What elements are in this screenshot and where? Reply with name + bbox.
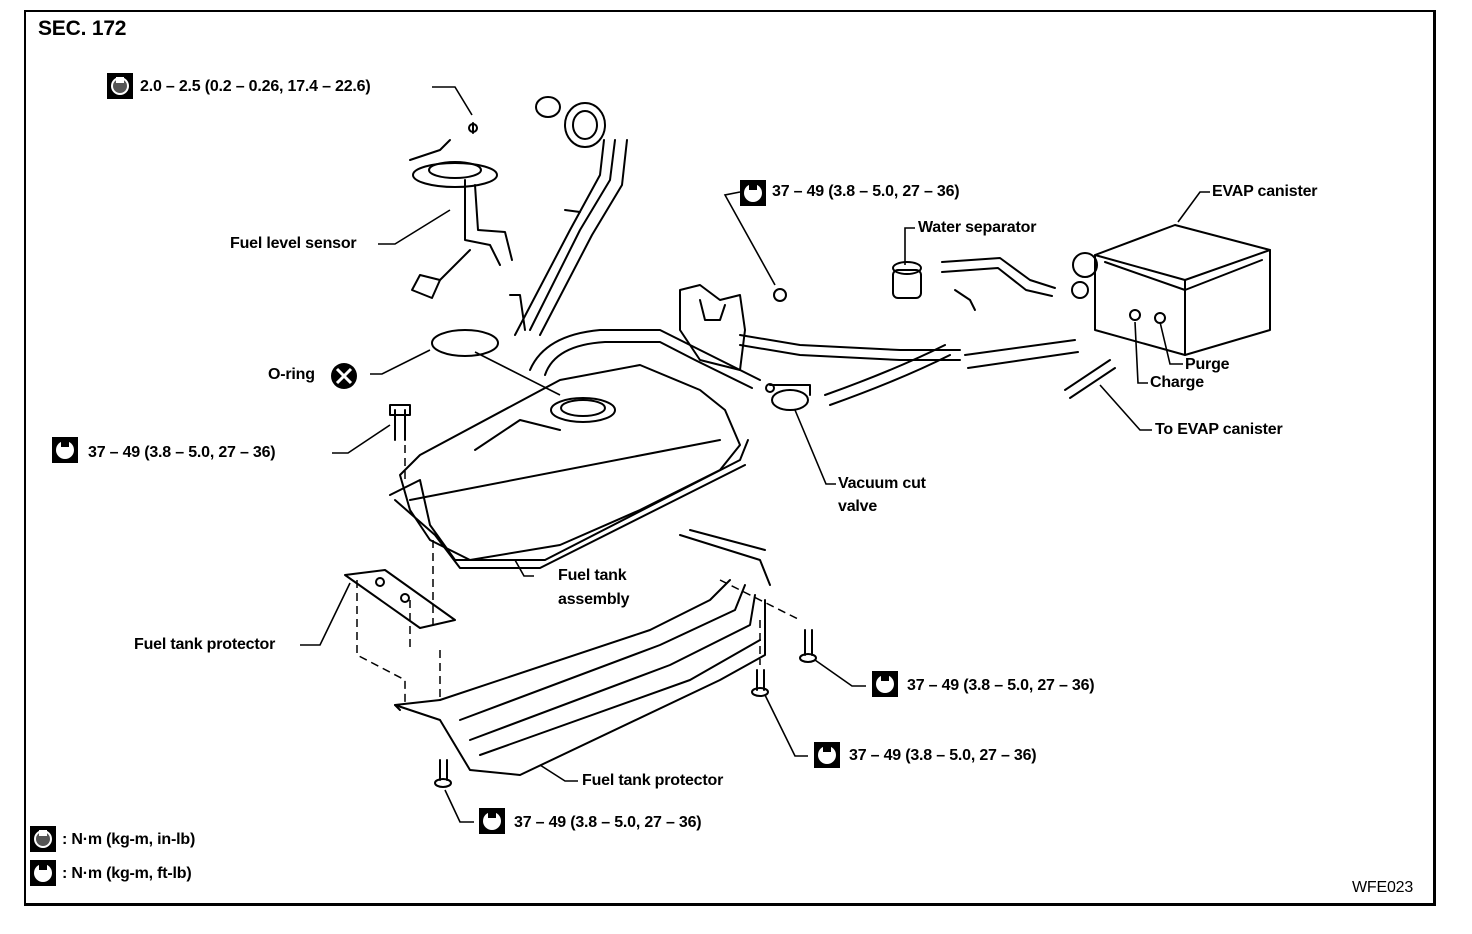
fuel-tank-assembly-drawing	[389, 364, 749, 569]
fuel-level-sensor-label: Fuel level sensor	[230, 235, 357, 252]
filler-tube-drawing	[509, 96, 628, 336]
purge-label: Purge	[1185, 356, 1230, 373]
torque-in-lb-icon	[107, 73, 133, 99]
vent-tubes-drawing	[529, 257, 1116, 406]
legend-torque-ft-lb-icon	[30, 860, 56, 886]
torque-label-right-1: 37 – 49 (3.8 – 5.0, 27 – 36)	[907, 677, 1095, 694]
o-ring-drawing	[431, 329, 499, 357]
vacuum-cut-valve-label-line2: valve	[838, 498, 878, 515]
diagram-frame	[24, 10, 1436, 906]
torque-label-top-bolt: 37 – 49 (3.8 – 5.0, 27 – 36)	[772, 183, 960, 200]
torque-ft-lb-icon	[52, 437, 78, 463]
torque-label-tank-left: 37 – 49 (3.8 – 5.0, 27 – 36)	[88, 444, 276, 461]
torque-ft-lb-icon	[872, 671, 898, 697]
to-evap-canister-label: To EVAP canister	[1155, 421, 1283, 438]
o-ring-replace-icon	[331, 363, 357, 389]
legend-in-lb-text: : N·m (kg-m, in-lb)	[62, 831, 196, 848]
fuel-tank-protector-main-drawing	[394, 529, 771, 776]
torque-ft-lb-icon	[479, 808, 505, 834]
fuel-tank-protector-left-drawing	[344, 569, 456, 629]
fuel-tank-assembly-label-line2: assembly	[558, 591, 630, 608]
bolt-drawings	[389, 122, 817, 788]
evap-canister-label: EVAP canister	[1212, 183, 1318, 200]
torque-label-sensor: 2.0 – 2.5 (0.2 – 0.26, 17.4 – 22.6)	[140, 78, 371, 95]
evap-canister-drawing	[1071, 224, 1271, 356]
water-separator-drawing	[892, 261, 922, 299]
torque-ft-lb-icon	[814, 742, 840, 768]
water-separator-label: Water separator	[918, 219, 1037, 236]
vacuum-cut-valve-label-line1: Vacuum cut	[838, 475, 926, 492]
vacuum-cut-valve-drawing	[765, 383, 811, 411]
section-title: SEC. 172	[38, 17, 127, 40]
fuel-tank-protector-bottom-label: Fuel tank protector	[582, 772, 724, 789]
fuel-tank-assembly-label-line1: Fuel tank	[558, 567, 627, 584]
torque-label-right-2: 37 – 49 (3.8 – 5.0, 27 – 36)	[849, 747, 1037, 764]
legend-ft-lb-text: : N·m (kg-m, ft-lb)	[62, 865, 192, 882]
figure-code: WFE023	[1352, 879, 1414, 896]
charge-label: Charge	[1150, 374, 1204, 391]
fuel-level-sensor-drawing	[409, 123, 513, 299]
torque-label-bottom: 37 – 49 (3.8 – 5.0, 27 – 36)	[514, 814, 702, 831]
torque-ft-lb-icon	[740, 180, 766, 206]
bracket-drawing	[679, 284, 787, 371]
fuel-tank-protector-left-label: Fuel tank protector	[134, 636, 276, 653]
o-ring-label: O-ring	[268, 366, 315, 383]
alignment-dashes	[356, 445, 801, 705]
leader-lines	[300, 86, 1210, 823]
legend-torque-in-lb-icon	[30, 826, 56, 852]
